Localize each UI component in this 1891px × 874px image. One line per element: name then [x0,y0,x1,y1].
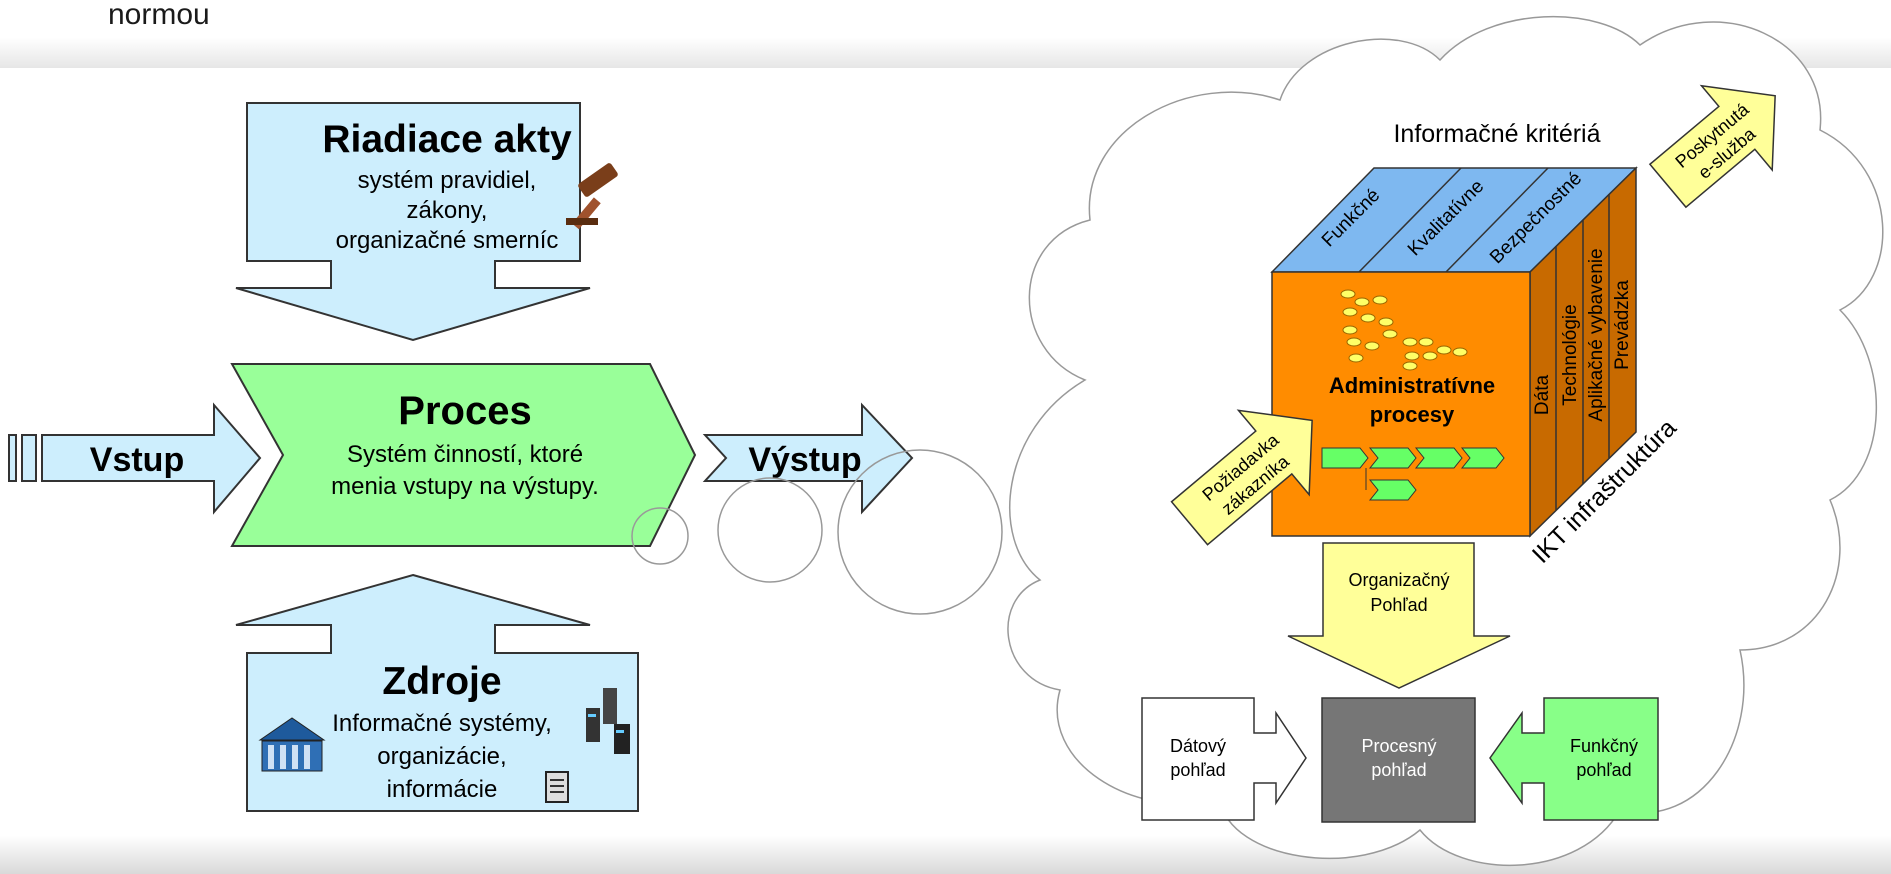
process-view-label-2: pohľad [1371,760,1426,780]
org-view-label-2: Pohľad [1370,595,1427,615]
process-view-box: Procesný pohľad [1321,697,1476,823]
side-face-label-1: Dáta [1532,375,1553,416]
resources-line-2: organizácie, [377,743,506,770]
input-arrow: Vstup [8,402,262,515]
process-title: Proces [398,389,531,433]
side-face-label-2: Technológie [1560,304,1581,405]
data-view-label-1: Dátový [1170,736,1226,756]
header-text: normou [108,0,210,31]
data-view-label-2: pohľad [1170,760,1225,780]
controls-line-1: systém pravidiel, [358,167,537,194]
side-face-label-4: Prevádzka [1612,280,1633,370]
process-view-label-1: Procesný [1361,736,1436,756]
resources-title: Zdroje [382,660,501,703]
document-icon [545,771,569,803]
function-view-label-2: pohľad [1576,760,1631,780]
flow-chevrons [1321,447,1505,501]
server-icon [586,688,630,754]
cube-side-face: Dáta Technológie Aplikačné vybavenie Pre… [1529,166,1637,538]
controls-title: Riadiace akty [322,118,572,161]
service-arrow: Poskytnutá e-služba [1648,84,1776,209]
controls-line-3: organizačné smerníc [336,227,559,254]
top-title: Informačné kritériá [1393,120,1600,148]
controls-arrow: Riadiace akty systém pravidiel, zákony, … [235,102,591,342]
thought-bubbles [631,449,1003,615]
output-label: Výstup [748,441,861,479]
process-line-1: Systém činností, ktoré [347,441,583,468]
output-arrow: Výstup [702,402,914,515]
function-view-label-1: Funkčný [1570,736,1638,756]
org-view-arrow: Organizačný Pohľad [1287,542,1511,689]
resources-arrow: Zdroje Informačné systémy, organizácie, … [235,573,639,812]
function-view-box: Funkčný pohľad [1489,697,1659,821]
front-title-2: procesy [1370,402,1455,427]
building-icon [258,717,326,772]
resources-line-3: informácie [387,776,498,803]
process-line-2: menia vstupy na výstupy. [331,473,599,500]
front-title-1: Administratívne [1329,373,1495,398]
data-view-box: Dátový pohľad [1141,697,1307,821]
cube-top-face: Funkčné Kvalitatívne Bezpečnostné [1270,167,1638,273]
side-face-label-3: Aplikačné vybavenie [1586,248,1607,421]
cube-front-face: Administratívne procesy [1271,271,1531,537]
controls-line-2: zákony, [407,197,488,224]
request-arrow: Požiadavka zákazníka [1170,409,1313,546]
gavel-icon [566,163,618,230]
resources-line-1: Informačné systémy, [332,710,552,737]
process-chevron: Proces Systém činností, ktoré menia vstu… [230,363,697,547]
input-label: Vstup [90,441,184,479]
org-chart-icon [1340,289,1468,371]
org-view-label-1: Organizačný [1348,570,1449,590]
